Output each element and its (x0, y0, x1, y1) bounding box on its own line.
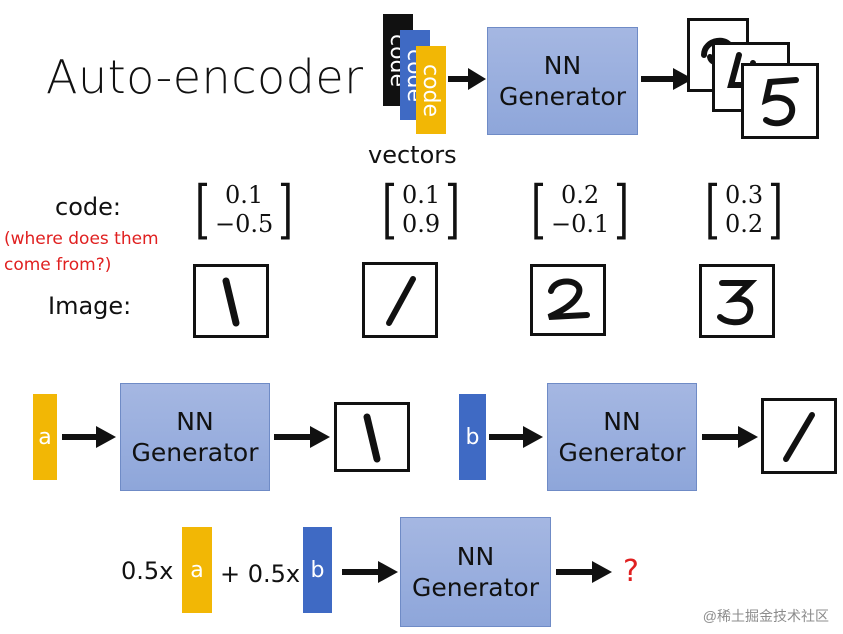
arrow-icon (62, 424, 116, 450)
arrow-icon (489, 424, 543, 450)
code-vector-yellow: code (416, 46, 446, 134)
arrow-icon (556, 559, 612, 585)
arrow-icon (641, 66, 693, 92)
image-label: Image: (48, 292, 132, 320)
code-vector-3: [0.2−0.1] (530, 173, 630, 247)
unknown-result: ? (623, 554, 639, 589)
arrow-icon (702, 424, 758, 450)
plus-coefficient-b: + 0.5x (220, 560, 301, 588)
digit-image-2 (362, 262, 438, 338)
page-title: Auto-encoder (46, 50, 364, 104)
arrow-icon (274, 424, 330, 450)
vectors-label: vectors (368, 141, 457, 169)
output-digit-b (761, 398, 837, 474)
coefficient-a: 0.5x (121, 557, 174, 585)
output-digit-a (334, 402, 410, 472)
digit-image-1 (193, 264, 269, 338)
code-b-vector: b (459, 394, 486, 480)
output-digit-image (741, 63, 819, 139)
code-b-vector: b (303, 527, 332, 613)
code-a-vector: a (182, 527, 212, 613)
code-vector-1: [0.1−0.5] (194, 173, 294, 247)
question-label: (where does them come from?) (4, 229, 159, 275)
arrow-icon (342, 559, 398, 585)
code-a-vector: a (33, 394, 57, 480)
code-label: code: (55, 193, 121, 221)
watermark: @稀土掘金技术社区 (702, 608, 829, 624)
digit-image-4 (699, 264, 775, 338)
digit-image-3 (530, 264, 606, 336)
arrow-icon (448, 66, 486, 92)
